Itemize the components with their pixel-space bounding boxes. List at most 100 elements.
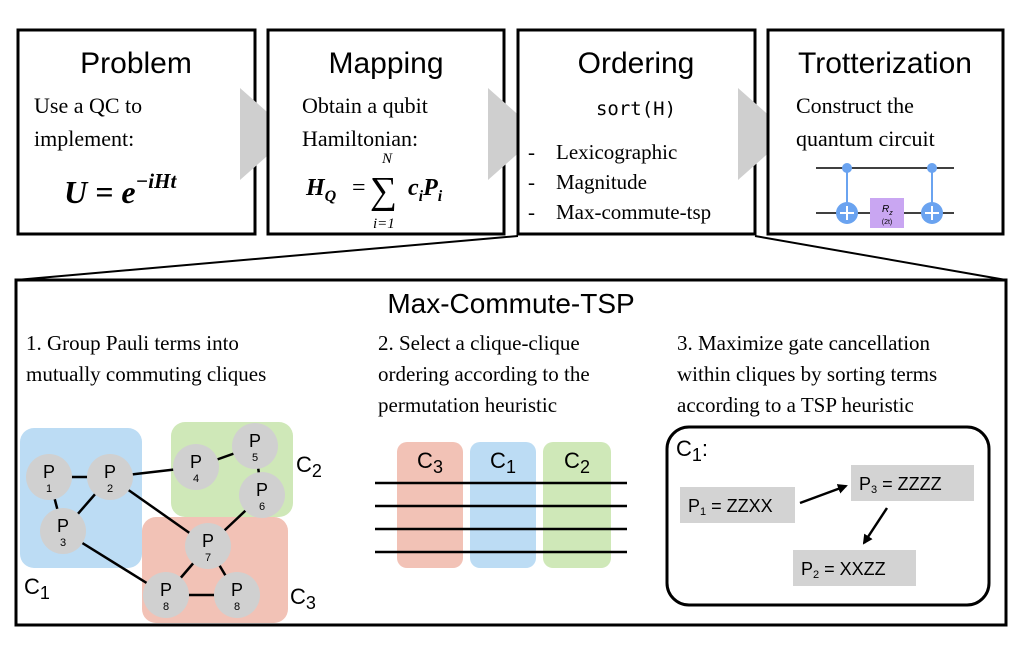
node-subscript: 6 — [259, 501, 265, 513]
rz-gate — [870, 198, 904, 228]
stage-problem: Problem Use a QC to implement: U = e−iHt — [16, 28, 257, 236]
node-subscript: 1 — [46, 483, 52, 495]
node-letter: P — [160, 580, 172, 600]
step-2-line: 2. Select a clique-clique — [378, 331, 580, 355]
node-letter: P — [249, 431, 261, 451]
zoom-line — [754, 235, 1007, 281]
stage-box — [266, 28, 506, 236]
stage-box — [16, 28, 257, 236]
step-3-line: according to a TSP heuristic — [677, 393, 914, 417]
node-subscript: 2 — [107, 483, 113, 495]
svg-text:-: - — [528, 170, 535, 194]
node-circle — [232, 423, 278, 469]
sum-symbol: ∑ — [370, 170, 397, 212]
svg-text:Rz: Rz — [882, 204, 893, 217]
node-letter: P — [57, 516, 69, 536]
tsp-arrow — [862, 507, 889, 545]
stage-text-line: Hamiltonian: — [302, 126, 418, 151]
node-subscript: 8 — [163, 601, 169, 613]
node-circle — [26, 454, 72, 500]
term-box-p2 — [793, 550, 916, 586]
hamiltonian-equation: HQ = N ∑ i=1 ciPi — [305, 151, 443, 232]
svg-text:P3 = ZZZZ: P3 = ZZZZ — [859, 474, 942, 496]
node-subscript: 4 — [193, 473, 199, 485]
svg-text:C2: C2 — [564, 448, 590, 477]
node-subscript: 3 — [60, 537, 66, 549]
control-dot — [842, 163, 852, 173]
svg-text:=: = — [352, 175, 366, 201]
tsp-arrow — [799, 484, 848, 505]
stage-box — [516, 28, 757, 236]
node-subscript: 7 — [205, 552, 211, 564]
step-2-line: permutation heuristic — [378, 393, 557, 417]
svg-text:ciPi: ciPi — [408, 175, 443, 205]
svg-text:HQ: HQ — [305, 175, 337, 205]
term-box-p1 — [680, 487, 795, 523]
node-subscript: 5 — [252, 452, 258, 464]
ordering-item: Magnitude — [556, 170, 647, 194]
clique-label-c2: C2 — [296, 452, 322, 481]
step-1-line: 1. Group Pauli terms into — [26, 331, 239, 355]
graph-node: P8 — [143, 572, 189, 618]
ordering-item: Max-commute-tsp — [556, 200, 711, 224]
tsp-header: C1: — [676, 436, 708, 465]
graph-node: P2 — [87, 454, 133, 500]
graph-node: P8 — [214, 572, 260, 618]
step-2-line: ordering according to the — [378, 362, 590, 386]
step-3-line: 3. Maximize gate cancellation — [677, 331, 931, 355]
node-circle — [214, 572, 260, 618]
node-letter: P — [43, 462, 55, 482]
node-subscript: 8 — [234, 601, 240, 613]
node-letter: P — [190, 452, 202, 472]
detail-title: Max-Commute-TSP — [387, 288, 634, 319]
node-circle — [87, 454, 133, 500]
svg-text:-: - — [528, 200, 535, 224]
graph-node: P5 — [232, 423, 278, 469]
stage-title: Problem — [80, 47, 192, 80]
sort-code: sort(H) — [596, 98, 676, 120]
node-circle — [173, 444, 219, 490]
svg-text:C3: C3 — [417, 448, 443, 477]
zoom-line — [15, 235, 519, 281]
stage-text-line: Obtain a qubit — [302, 93, 428, 118]
node-letter: P — [104, 462, 116, 482]
stage-ordering: Ordering sort(H) - Lexicographic - Magni… — [516, 28, 757, 236]
term-box-p3 — [851, 465, 974, 501]
step-3-line: within cliques by sorting terms — [677, 362, 937, 386]
clique-label-c1: C1 — [24, 574, 50, 603]
stage-text-line: Use a QC to — [34, 93, 142, 118]
stage-text-line: implement: — [34, 126, 134, 151]
pipeline-arrow — [488, 88, 540, 180]
clique-region-c1 — [20, 428, 142, 568]
svg-text:i=1: i=1 — [373, 216, 395, 232]
quantum-circuit: Rz (2t) — [816, 163, 954, 228]
tsp-panel: C1: P1 = ZZXX P3 = ZZZZ P2 = XXZZ — [665, 425, 991, 607]
stage-title: Mapping — [328, 47, 443, 80]
stage-trotterization: Trotterization Construct the quantum cir… — [766, 28, 1005, 236]
node-letter: P — [256, 480, 268, 500]
node-circle — [143, 572, 189, 618]
clique-label-c3: C3 — [290, 584, 316, 613]
ordering-item: Lexicographic — [556, 140, 677, 164]
svg-text:(2t): (2t) — [882, 219, 893, 226]
control-dot — [927, 163, 937, 173]
stage-text-line: Construct the — [796, 93, 914, 118]
graph-node: P4 — [173, 444, 219, 490]
node-circle — [185, 523, 231, 569]
clique-ordering: C3 C1 C2 — [375, 442, 627, 568]
graph-node: P6 — [239, 472, 285, 518]
svg-text:-: - — [528, 140, 535, 164]
graph-node: P1 — [26, 454, 72, 500]
svg-text:P1 = ZZXX: P1 = ZZXX — [688, 496, 773, 518]
node-letter: P — [202, 531, 214, 551]
stage-mapping: Mapping Obtain a qubit Hamiltonian: HQ =… — [266, 28, 506, 236]
pipeline-arrow — [240, 88, 292, 180]
graph-node: P3 — [40, 508, 86, 554]
unitary-equation: U = e−iHt — [64, 169, 177, 210]
svg-text:C1: C1 — [490, 448, 516, 477]
pipeline-arrow — [738, 88, 790, 180]
stage-title: Trotterization — [798, 47, 972, 80]
